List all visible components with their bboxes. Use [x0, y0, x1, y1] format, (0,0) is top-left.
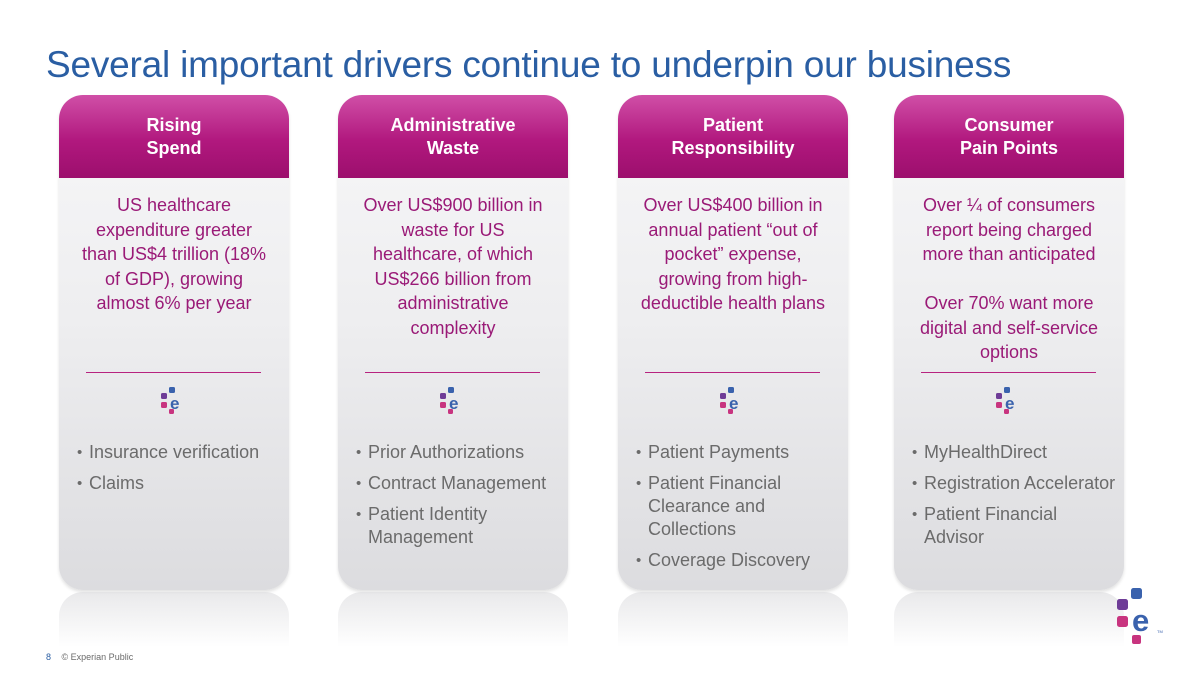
bullet-item: Patient Financial Advisor — [912, 503, 1118, 549]
svg-text:e: e — [1005, 394, 1014, 413]
bullet-item: Patient Financial Clearance and Collecti… — [636, 472, 842, 541]
bullet-item: Insurance verification — [77, 441, 283, 464]
experian-brand-logo-icon: e TM — [1117, 588, 1163, 644]
card-heading: Administrative Waste — [390, 114, 516, 158]
card-consumer-pain-points: Consumer Pain Points Over ¼ of consumers… — [894, 95, 1124, 590]
card-bullet-list: Patient Payments Patient Financial Clear… — [636, 441, 842, 580]
card-description: Over US$400 billion in annual patient “o… — [640, 195, 826, 313]
svg-text:TM: TM — [1157, 629, 1163, 634]
card-description: Over US$900 billion in waste for US heal… — [363, 195, 543, 338]
svg-text:e: e — [449, 394, 458, 413]
card-description: US healthcare expenditure greater than U… — [81, 195, 267, 313]
svg-text:e: e — [170, 394, 179, 413]
slide-title: Several important drivers continue to un… — [46, 44, 1012, 85]
bullet-item: Claims — [77, 472, 283, 495]
card-reflection — [338, 592, 568, 647]
card-header: Administrative Waste — [338, 95, 568, 178]
card-divider — [365, 372, 540, 373]
classification-label: © Experian Public — [61, 652, 134, 662]
card-header: Consumer Pain Points — [894, 95, 1124, 178]
card-administrative-waste: Administrative Waste Over US$900 billion… — [338, 95, 568, 590]
bullet-item: Contract Management — [356, 472, 562, 495]
svg-text:e: e — [1132, 603, 1149, 638]
bullet-item: Patient Payments — [636, 441, 842, 464]
card-bullet-list: Prior Authorizations Contract Management… — [356, 441, 562, 557]
experian-e-logo-icon: e — [440, 387, 458, 414]
bullet-item: Coverage Discovery — [636, 549, 842, 572]
experian-e-logo-icon: e — [720, 387, 738, 414]
card-bullet-list: Insurance verification Claims — [77, 441, 283, 503]
card-reflection — [618, 592, 848, 647]
svg-text:e: e — [729, 394, 738, 413]
card-heading: Rising Spend — [146, 114, 202, 158]
bullet-item: Registration Accelerator — [912, 472, 1118, 495]
card-description: Over ¼ of consumers report being charged… — [919, 195, 1099, 362]
card-divider — [86, 372, 261, 373]
bullet-item: MyHealthDirect — [912, 441, 1118, 464]
card-header: Patient Responsibility — [618, 95, 848, 178]
card-reflection — [59, 592, 289, 647]
card-heading: Consumer Pain Points — [959, 114, 1058, 158]
bullet-item: Patient Identity Management — [356, 503, 562, 549]
card-divider — [921, 372, 1096, 373]
bullet-item: Prior Authorizations — [356, 441, 562, 464]
slide-footer: 8 © Experian Public — [46, 652, 133, 662]
card-patient-responsibility: Patient Responsibility Over US$400 billi… — [618, 95, 848, 590]
experian-e-logo-icon: e — [996, 387, 1014, 414]
card-heading: Patient Responsibility — [671, 114, 795, 158]
card-divider — [645, 372, 820, 373]
card-rising-spend: Rising Spend US healthcare expenditure g… — [59, 95, 289, 590]
card-reflection — [894, 592, 1124, 647]
card-bullet-list: MyHealthDirect Registration Accelerator … — [912, 441, 1118, 557]
experian-e-logo-icon: e — [161, 387, 179, 414]
page-number: 8 — [46, 652, 52, 662]
card-header: Rising Spend — [59, 95, 289, 178]
